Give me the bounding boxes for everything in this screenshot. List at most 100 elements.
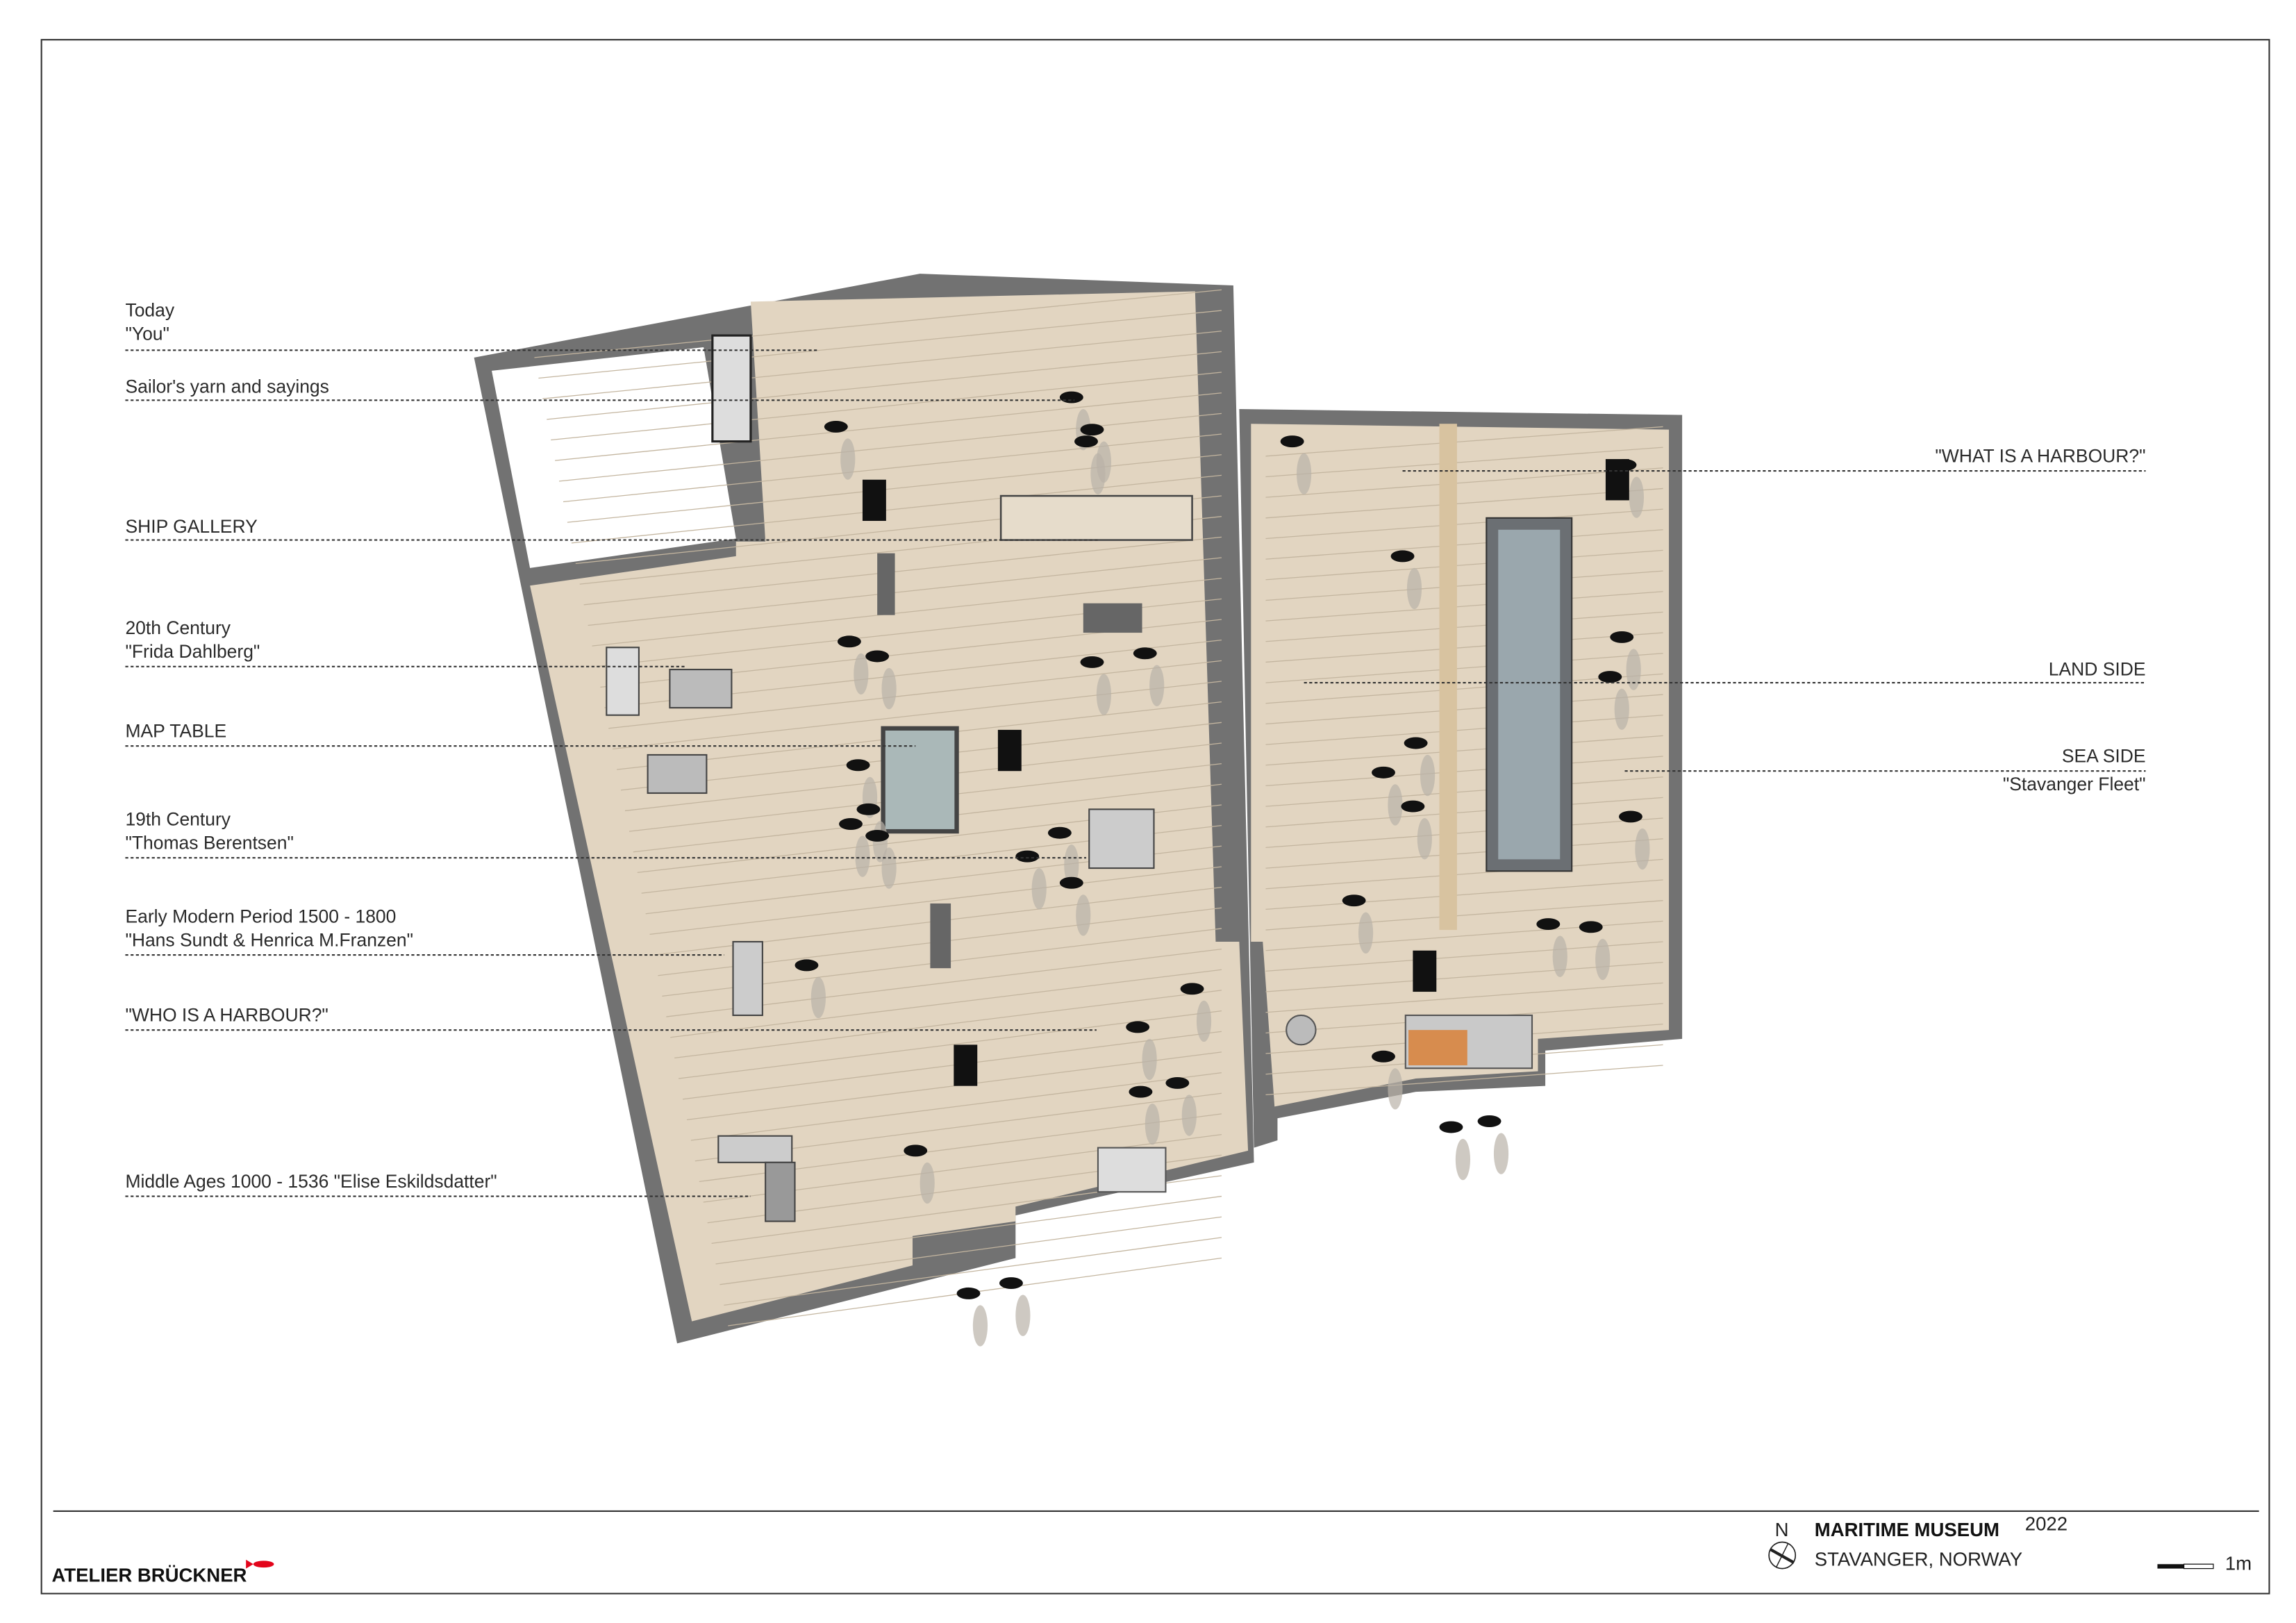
label-ship-gallery: SHIP GALLERY xyxy=(125,516,258,537)
visitor-icon xyxy=(1536,918,1561,931)
visitor-shadow xyxy=(1629,476,1645,518)
label-sailors-yarn: Sailor's yarn and sayings xyxy=(125,376,328,397)
visitor-icon xyxy=(1126,1021,1150,1033)
visitor-icon xyxy=(1404,737,1428,749)
floor-plank xyxy=(551,372,1222,441)
visitor-icon xyxy=(865,650,890,663)
floor-plank xyxy=(679,1010,1222,1079)
floor-plank xyxy=(715,1195,1222,1265)
visitor-shadow xyxy=(1031,868,1047,910)
floor-plank xyxy=(1265,426,1663,457)
project-location: STAVANGER, NORWAY xyxy=(1815,1548,2022,1570)
visitor-icon xyxy=(839,818,863,830)
exhibit-station xyxy=(1088,808,1155,869)
visitor-shadow xyxy=(1096,674,1112,715)
visitor-icon xyxy=(1390,550,1415,563)
project-title: MARITIME MUSEUM xyxy=(1815,1519,1999,1540)
display-case xyxy=(877,553,895,615)
visitor-icon xyxy=(1180,983,1204,995)
floor-plank xyxy=(613,681,1222,750)
sheet-border xyxy=(40,39,2270,1595)
floor-plank xyxy=(1265,694,1663,725)
entrance-counter xyxy=(1408,1030,1467,1065)
visitor-icon xyxy=(1619,810,1642,823)
visitor-icon xyxy=(837,635,861,648)
visitor-icon xyxy=(824,420,848,433)
exhibit-station xyxy=(765,1161,796,1222)
visitor-icon xyxy=(1133,647,1157,660)
floor-plank xyxy=(1265,488,1663,519)
scale-bar xyxy=(2157,1563,2214,1570)
floor-plank xyxy=(1265,900,1663,931)
label-19th-century: 19th Century xyxy=(125,809,231,830)
visitor-shadow xyxy=(1196,1000,1212,1042)
visitor-icon xyxy=(1059,876,1083,889)
round-table xyxy=(1286,1014,1317,1046)
label-today: Today xyxy=(125,300,174,321)
ship-gallery-showcase xyxy=(999,494,1193,541)
wheelchair-user-icon xyxy=(997,729,1022,772)
visitor-icon xyxy=(856,803,881,815)
floor-plank xyxy=(1265,529,1663,560)
visitor-shadow xyxy=(1455,1138,1471,1181)
visitor-icon xyxy=(1047,826,1072,839)
label-sea-side-sub: "Stavanger Fleet" xyxy=(2003,774,2146,794)
leader-lines xyxy=(125,349,2146,1197)
visitor-icon xyxy=(1401,800,1425,813)
visitor-shadow xyxy=(1181,1095,1197,1136)
label-sea-side: SEA SIDE xyxy=(2062,746,2146,767)
display-case xyxy=(930,903,951,969)
visitor-icon xyxy=(865,829,890,842)
scale-label: 1m xyxy=(2225,1553,2252,1574)
visitor-shadow xyxy=(1015,1295,1031,1336)
floor-plank xyxy=(542,331,1222,399)
visitor-icon xyxy=(1579,921,1603,933)
floor-plank xyxy=(559,413,1222,482)
exhibit-station xyxy=(717,1135,793,1163)
visitor-shadow xyxy=(1595,938,1611,981)
visitor-shadow xyxy=(1064,844,1079,886)
wheelchair-user-icon xyxy=(1605,459,1629,501)
floor-plank xyxy=(690,1072,1222,1141)
floor-plank xyxy=(1265,941,1663,972)
visitor-shadow xyxy=(810,976,826,1019)
exhibit-station xyxy=(647,754,708,794)
visitor-icon xyxy=(956,1287,981,1299)
exhibit-station xyxy=(606,647,640,716)
visitor-shadow xyxy=(1076,894,1091,936)
visitor-icon xyxy=(1074,435,1098,448)
visitor-shadow xyxy=(1626,649,1641,690)
floor-plank xyxy=(1265,756,1663,787)
map-table xyxy=(881,726,959,834)
visitor-shadow xyxy=(840,438,856,480)
floor-plank xyxy=(1265,817,1663,849)
floor-plank xyxy=(1265,858,1663,890)
visitor-shadow xyxy=(854,653,869,695)
floor-plank xyxy=(1265,611,1663,642)
visitor-shadow xyxy=(1145,1104,1160,1145)
visitor-icon xyxy=(1372,1050,1395,1063)
visitor-icon xyxy=(1080,424,1104,436)
fish-logo-icon xyxy=(246,1559,274,1569)
floor-plank xyxy=(538,310,1222,379)
label-land-side: LAND SIDE xyxy=(2049,659,2146,680)
visitor-shadow xyxy=(1552,935,1567,977)
floor-plank xyxy=(724,1237,1222,1306)
stairs xyxy=(1097,1147,1167,1193)
floor-plank xyxy=(1265,879,1663,910)
floor-plank xyxy=(1265,797,1663,828)
visitor-icon xyxy=(1280,435,1304,448)
floor-plank xyxy=(588,557,1222,626)
floor-plank xyxy=(1265,549,1663,581)
display-case xyxy=(1083,603,1142,633)
visitor-shadow xyxy=(1406,567,1422,610)
floor-plank xyxy=(1265,735,1663,766)
floor-plank xyxy=(649,866,1222,935)
label-20th-century-sub: "Frida Dahlberg" xyxy=(125,641,260,662)
today-showcase xyxy=(711,334,752,443)
wheelchair-user-icon xyxy=(954,1044,978,1086)
floor-plank xyxy=(1265,776,1663,807)
label-early-modern-sub: "Hans Sundt & Henrica M.Franzen" xyxy=(125,929,413,950)
label-who-is-a-harbour: "WHO IS A HARBOUR?" xyxy=(125,1004,328,1025)
